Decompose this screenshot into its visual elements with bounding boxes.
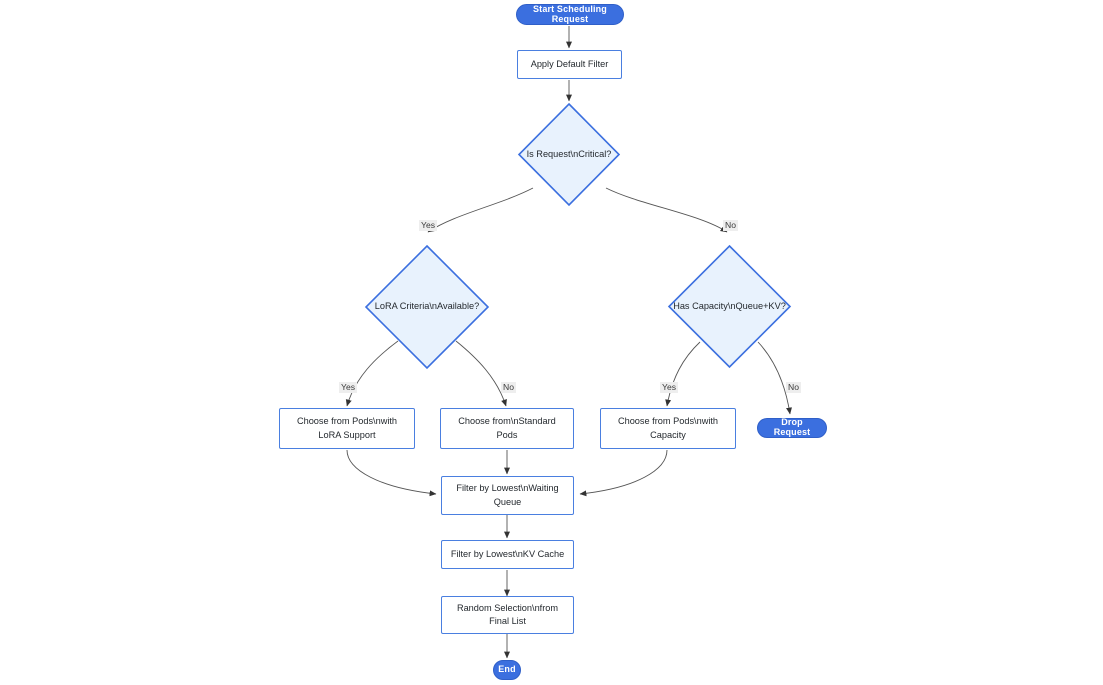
diamond-shape — [517, 102, 621, 207]
node-start-scheduling-request[interactable]: Start Scheduling Request — [516, 4, 624, 25]
edge-label-critical-no: No — [723, 220, 738, 232]
node-end-label: End — [498, 664, 516, 675]
node-filter-lowest-waiting-queue-label-line2: Queue — [493, 496, 522, 507]
edge-label-capacity-yes: Yes — [660, 382, 679, 394]
node-choose-pods-with-capacity-label-line1: Choose from Pods\nwith — [617, 416, 719, 427]
node-choose-standard-pods[interactable]: Choose from\nStandard Pods — [440, 408, 574, 449]
node-choose-pods-lora-support-label-line1: Choose from Pods\nwith — [296, 416, 398, 427]
node-drop-request-label: Drop Request — [773, 417, 811, 437]
node-is-request-critical[interactable]: Is Request\nCritical? — [517, 102, 621, 207]
node-drop-request[interactable]: Drop Request — [757, 417, 827, 438]
node-choose-pods-with-capacity-label-line2: Capacity — [650, 429, 686, 440]
edge-label-critical-yes: Yes — [419, 220, 438, 232]
edge-pods-lora-to-filter-queue — [346, 449, 437, 497]
node-random-selection-final-list-label-line1: Random Selection\nfrom — [456, 602, 559, 613]
node-choose-pods-lora-support[interactable]: Choose from Pods\nwith LoRA Support — [279, 408, 415, 449]
node-is-request-critical-label: Is Request\nCritical? — [526, 148, 612, 159]
edge-pods-capacity-to-filter-queue — [579, 449, 668, 497]
node-choose-standard-pods-label-line2: Pods — [496, 429, 518, 440]
node-filter-lowest-kv-cache[interactable]: Filter by Lowest\nKV Cache — [441, 540, 574, 569]
node-filter-lowest-waiting-queue[interactable]: Filter by Lowest\nWaiting Queue — [441, 476, 574, 515]
node-apply-default-filter[interactable]: Apply Default Filter — [517, 50, 622, 79]
node-choose-pods-lora-support-label-line2: LoRA Support — [318, 429, 376, 440]
edge-is-critical-no-to-has-capacity — [605, 187, 728, 233]
diamond-shape — [364, 244, 490, 370]
diamond-shape — [667, 244, 792, 369]
node-has-capacity-queue-kv-label: Has Capacity\nQueue+KV? — [673, 300, 786, 311]
edge-label-capacity-no: No — [786, 382, 801, 394]
node-end[interactable]: End — [493, 660, 521, 680]
node-random-selection-final-list-label-line2: Final List — [489, 616, 526, 626]
node-random-selection-final-list[interactable]: Random Selection\nfrom Final List — [441, 596, 574, 634]
edge-label-lora-yes: Yes — [339, 382, 358, 394]
node-choose-standard-pods-label-line1: Choose from\nStandard — [458, 416, 556, 427]
node-filter-lowest-kv-cache-label: Filter by Lowest\nKV Cache — [450, 548, 565, 559]
node-apply-default-filter-label: Apply Default Filter — [530, 58, 609, 69]
edge-label-lora-no: No — [501, 382, 516, 394]
node-has-capacity-queue-kv[interactable]: Has Capacity\nQueue+KV? — [667, 244, 792, 369]
node-filter-lowest-waiting-queue-label-line1: Filter by Lowest\nWaiting — [456, 483, 559, 494]
node-lora-criteria-available-label: LoRA Criteria\nAvailable? — [374, 301, 480, 312]
node-lora-criteria-available[interactable]: LoRA Criteria\nAvailable? — [364, 244, 490, 370]
node-choose-pods-with-capacity[interactable]: Choose from Pods\nwith Capacity — [600, 408, 736, 449]
node-start-label: Start Scheduling Request — [533, 3, 607, 24]
